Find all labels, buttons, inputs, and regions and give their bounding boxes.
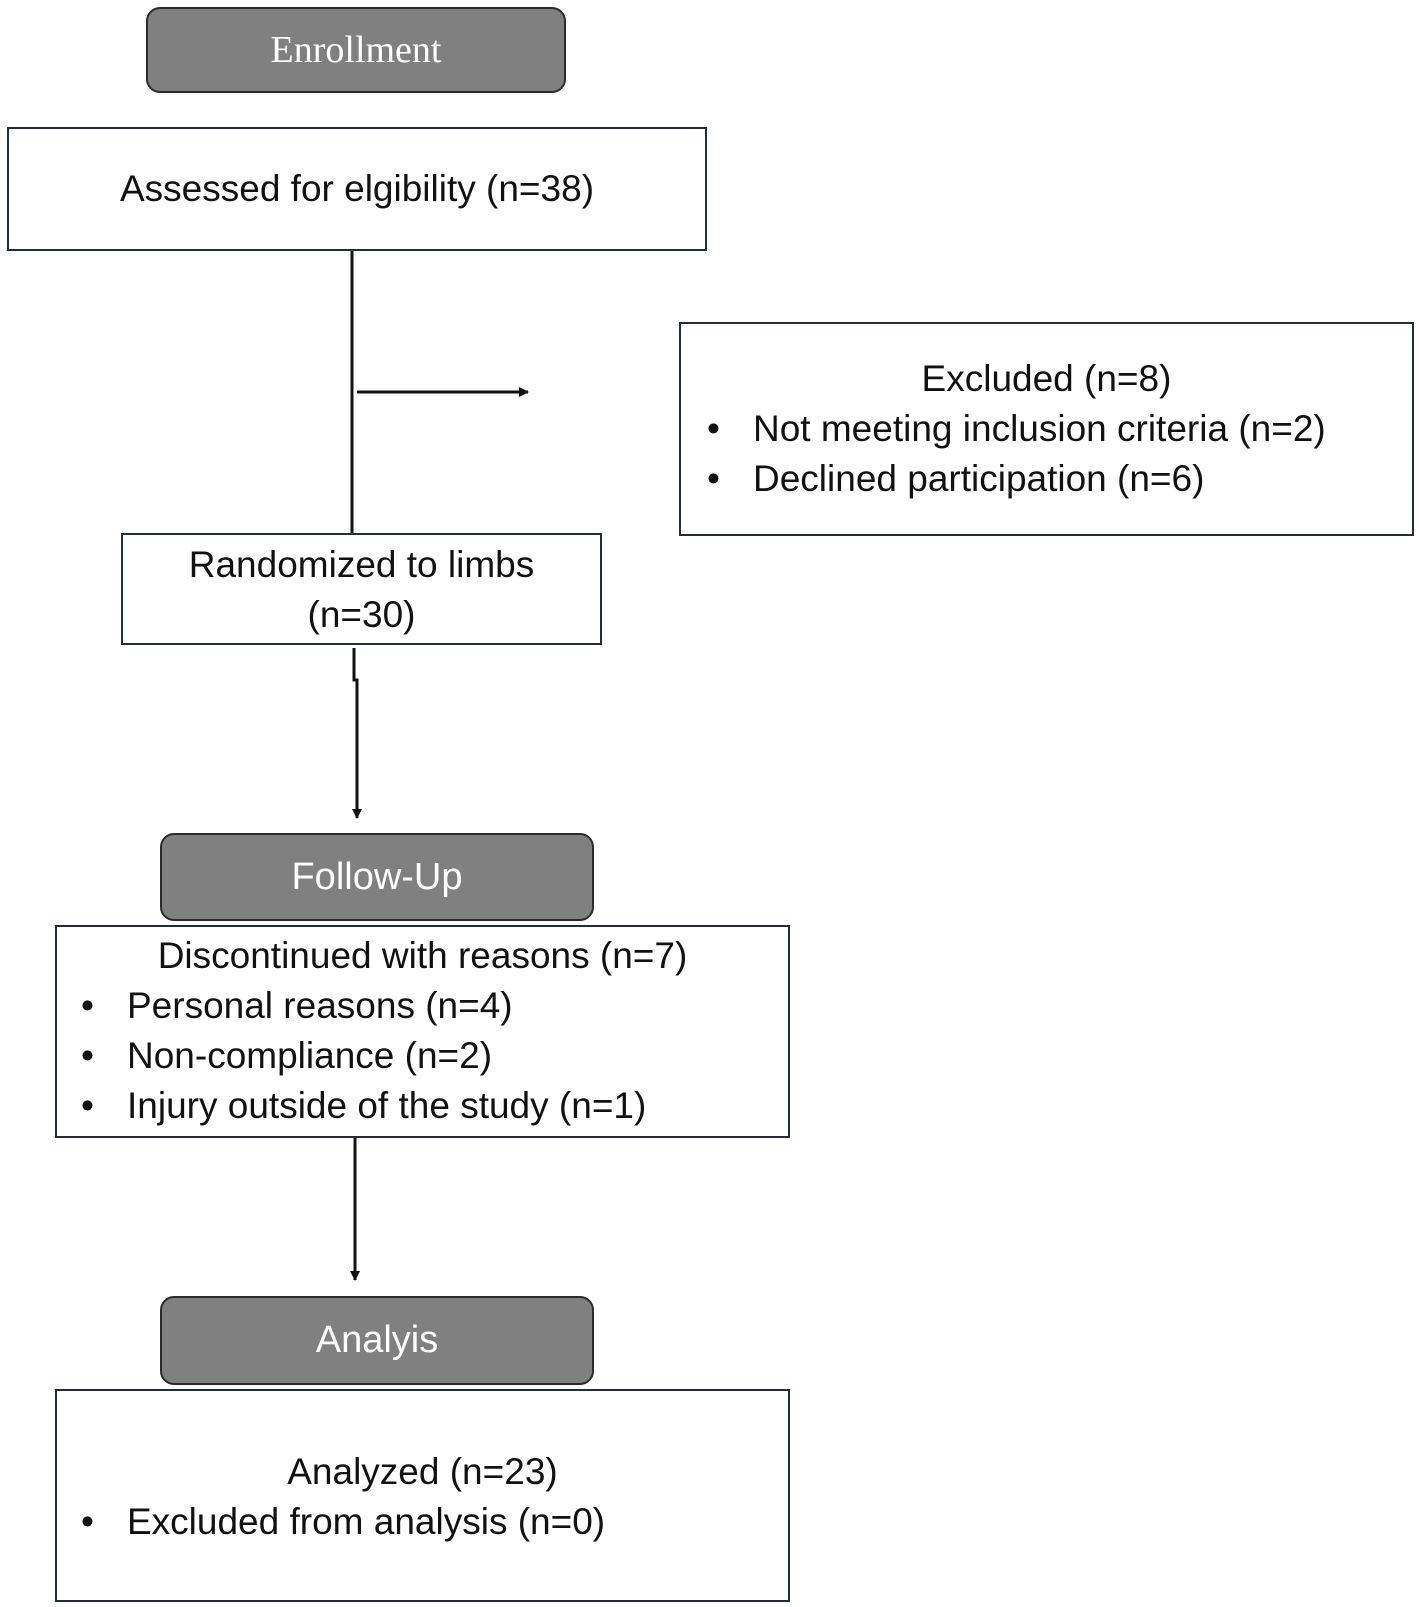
followup-title: Discontinued with reasons (n=7)	[157, 935, 688, 976]
analysis-box: Analyzed (n=23) • Excluded from analysis …	[55, 1389, 790, 1602]
bullet-icon: •	[707, 408, 720, 449]
bullet-icon: •	[81, 1501, 94, 1542]
arrow-randomized-to-followup	[352, 648, 362, 819]
followup-item-text: Non-compliance (n=2)	[127, 1035, 493, 1076]
randomized-box: Randomized to limbs (n=30)	[121, 533, 602, 645]
list-item: • Injury outside of the study (n=1)	[57, 1081, 788, 1131]
excluded-box: Excluded (n=8) • Not meeting inclusion cr…	[679, 322, 1414, 536]
followup-header: Follow-Up	[160, 833, 594, 921]
randomized-line2: (n=30)	[307, 594, 416, 635]
bullet-icon: •	[81, 985, 94, 1026]
analysis-header: Analyis	[160, 1296, 594, 1385]
analysis-item-text: Excluded from analysis (n=0)	[127, 1501, 606, 1542]
excluded-item-text: Declined participation (n=6)	[753, 458, 1205, 499]
list-item: • Declined participation (n=6)	[681, 454, 1412, 504]
excluded-item-text: Not meeting inclusion criteria (n=2)	[753, 408, 1326, 449]
enrollment-header: Enrollment	[146, 7, 566, 93]
analysis-label: Analyis	[315, 1319, 439, 1361]
list-item: • Not meeting inclusion criteria (n=2)	[681, 404, 1412, 454]
excluded-title: Excluded (n=8)	[921, 358, 1172, 399]
randomized-line1: Randomized to limbs	[188, 544, 535, 585]
bullet-icon: •	[81, 1035, 94, 1076]
followup-box: Discontinued with reasons (n=7) • Persona…	[55, 925, 790, 1138]
analysis-title: Analyzed (n=23)	[287, 1451, 558, 1492]
followup-label: Follow-Up	[291, 855, 463, 898]
followup-item-text: Personal reasons (n=4)	[127, 985, 513, 1026]
enrollment-label: Enrollment	[270, 29, 442, 71]
list-item: • Non-compliance (n=2)	[57, 1031, 788, 1081]
list-item: • Personal reasons (n=4)	[57, 981, 788, 1031]
list-item: • Excluded from analysis (n=0)	[57, 1497, 788, 1547]
assessed-text: Assessed for elgibility (n=38)	[119, 168, 595, 209]
assessed-box: Assessed for elgibility (n=38)	[7, 127, 707, 251]
followup-item-text: Injury outside of the study (n=1)	[127, 1085, 647, 1126]
bullet-icon: •	[81, 1085, 94, 1126]
bullet-icon: •	[707, 458, 720, 499]
